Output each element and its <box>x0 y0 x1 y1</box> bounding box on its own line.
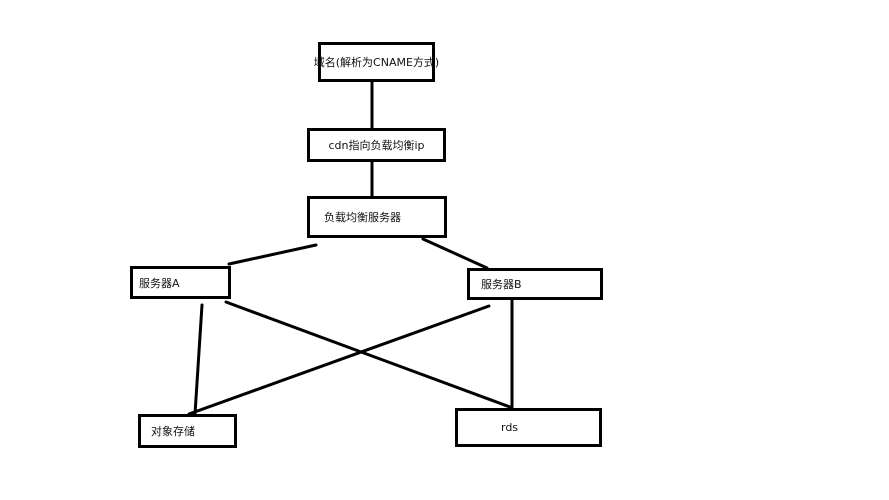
domain-node: 域名(解析为CNAME方式) <box>314 42 439 82</box>
server-b-node-label: 服务器B <box>481 278 522 291</box>
edge-load-balancer-server-b <box>421 237 489 270</box>
server-a-node-label: 服务器A <box>139 276 180 290</box>
load-balancer-node: 负载均衡服务器 <box>307 196 447 238</box>
load-balancer-node-label: 负载均衡服务器 <box>324 211 401 224</box>
edge-server-b-object-storage <box>187 304 491 416</box>
edge-server-a-rds <box>224 300 512 409</box>
rds-node: rds <box>455 408 602 447</box>
object-storage-node: 对象存储 <box>138 414 237 448</box>
server-b-node: 服务器B <box>467 268 603 300</box>
edge-load-balancer-server-a <box>227 243 318 266</box>
server-a-node: 服务器A <box>130 266 231 299</box>
object-storage-node-label: 对象存储 <box>151 425 195 438</box>
cdn-node: cdn指向负载均衡ip <box>307 128 446 162</box>
rds-node-label: rds <box>501 421 519 434</box>
edge-server-a-object-storage <box>193 303 204 416</box>
cdn-node-label: cdn指向负载均衡ip <box>328 139 425 152</box>
domain-node-label: 域名(解析为CNAME方式) <box>313 56 440 69</box>
